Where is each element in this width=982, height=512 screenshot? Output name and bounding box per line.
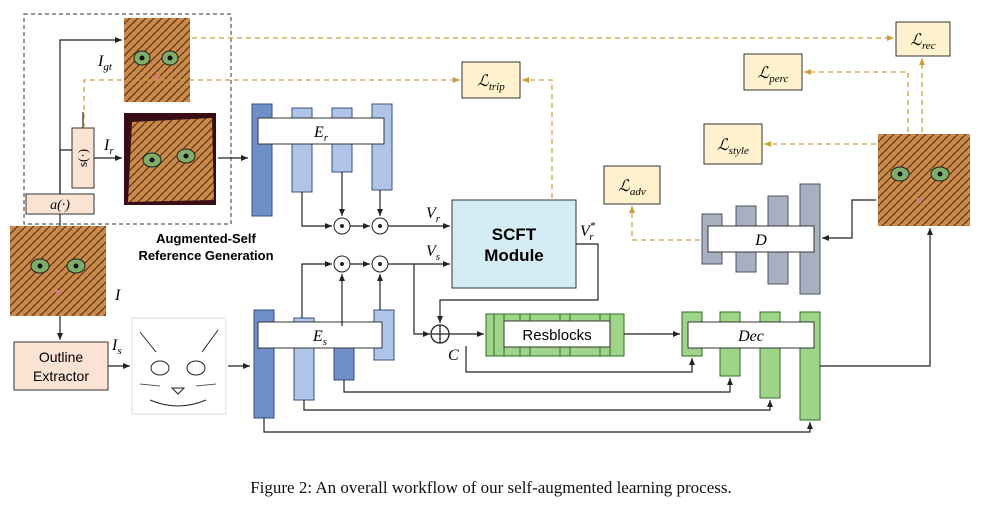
cat-image-output [878,134,970,226]
outline-extractor-label-2: Extractor [33,368,89,384]
v-s-label: Vs [426,243,440,263]
i-r-label: Ir [103,137,114,157]
svg-text:ℒrec: ℒrec [910,32,935,52]
outline-extractor-box [13,341,109,391]
svg-text:ℒtrip: ℒtrip [477,73,505,93]
c-label: C [448,347,459,364]
svg-text:D: D [754,232,767,249]
discriminator: D [701,183,821,295]
odot-operators [333,217,389,273]
svg-text:Es: Es [312,328,327,348]
figure-caption: Figure 2: An overall workflow of our sel… [250,478,732,497]
i-label: I [114,287,121,304]
scft-module [451,199,577,289]
aug-ref-title-2: Reference Generation [138,248,273,263]
spatial-fn-label: s(·) [75,149,90,167]
oplus-operator [430,324,450,344]
svg-text:ℒperc: ℒperc [758,65,789,85]
loss-trip: ℒtrip [461,61,521,99]
scft-label-2: Module [484,246,544,265]
svg-text:Dec: Dec [737,328,764,345]
cat-image-input [10,226,106,316]
i-gt-label: Igt [97,53,113,73]
resblocks: Resblocks [485,313,625,357]
loss-rec: ℒrec [895,21,951,57]
v-r-label: Vr [426,205,441,225]
cat-image-ref [124,113,216,205]
encoder-s: Es [253,309,395,419]
augment-fn-label: a(·) [50,198,70,213]
encoder-r: Er [251,103,393,217]
aug-ref-title-1: Augmented-Self [156,231,256,246]
cat-image-sketch [131,317,227,415]
decoder: Dec [681,311,821,421]
svg-text:ℒstyle: ℒstyle [717,137,749,157]
svg-text:Er: Er [313,124,329,144]
augmented-self-region [23,13,232,225]
v-r-star-label: V*r [580,220,596,243]
cat-image-gt [124,18,190,102]
loss-perc: ℒperc [743,53,803,91]
loss-style: ℒstyle [703,123,763,165]
svg-text:ℒadv: ℒadv [618,178,646,198]
outline-extractor-label-1: Outline [39,349,84,365]
loss-adv: ℒadv [603,165,661,205]
svg-text:Resblocks: Resblocks [522,327,591,344]
scft-label-1: SCFT [492,225,537,244]
i-s-label: Is [111,337,122,357]
